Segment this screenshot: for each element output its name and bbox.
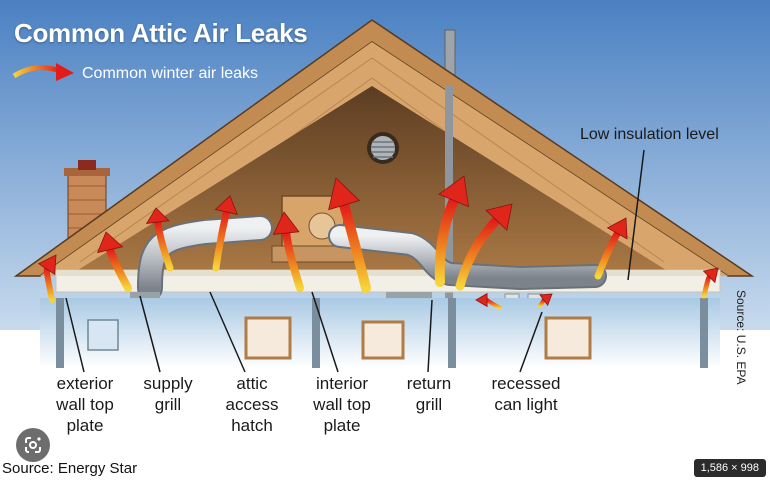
callout-line: wall top xyxy=(313,395,371,414)
leak-arrow-head xyxy=(606,217,628,240)
leak-arrow-shaft xyxy=(339,200,371,293)
supply-grill-marker xyxy=(130,292,160,298)
callout-line: plate xyxy=(323,416,361,435)
callout-recessed-can-light: recessed can light xyxy=(478,373,574,415)
callout-attic-access-hatch: attic access hatch xyxy=(214,373,290,436)
leak-arrow-shaft xyxy=(212,208,230,272)
callout-line: supply xyxy=(143,374,193,393)
callout-line: attic xyxy=(236,374,268,393)
gable-vent xyxy=(367,132,399,164)
leak-arrow-head xyxy=(702,267,719,284)
visual-search-button[interactable] xyxy=(16,428,50,462)
callout-exterior-wall-top-plate: exterior wall top plate xyxy=(40,373,130,436)
rooms-below xyxy=(40,298,720,368)
diagram-title: Common Attic Air Leaks xyxy=(14,18,308,48)
leak-arrow-shaft xyxy=(701,274,712,299)
return-grill-marker xyxy=(386,292,432,300)
callout-line: recessed xyxy=(491,374,561,393)
leak-arrow-shaft xyxy=(43,265,55,303)
leak-arrow-head xyxy=(485,203,513,232)
callout-line: can light xyxy=(494,395,558,414)
leak-arrow-head xyxy=(96,231,124,254)
leak-arrow-head xyxy=(145,207,170,224)
leak-arrow-head xyxy=(539,293,553,307)
leak-arrow-shaft xyxy=(485,298,502,310)
callout-return-grill: return grill xyxy=(392,373,466,415)
callout-line: exterior xyxy=(56,374,114,393)
callout-supply-grill: supply grill xyxy=(128,373,208,415)
leak-arrow-shaft xyxy=(154,218,174,272)
callout-line: grill xyxy=(154,395,182,414)
callout-line: return xyxy=(406,374,452,393)
legend-label: Common winter air leaks xyxy=(82,65,259,82)
low-insulation-label: Low insulation level xyxy=(580,126,719,143)
source-caption: Source: Energy Star xyxy=(2,460,138,477)
leak-arrow-shaft xyxy=(455,215,501,291)
credit-label: Source: U.S. EPA xyxy=(734,290,748,385)
callout-line: wall top xyxy=(56,395,114,414)
callout-line: access xyxy=(225,395,279,414)
callout-interior-wall-top-plate: interior wall top plate xyxy=(298,373,386,436)
callout-line: grill xyxy=(415,395,443,414)
legend-arrow-icon xyxy=(12,63,74,81)
leak-arrow-shaft xyxy=(538,298,546,308)
leak-arrow-head xyxy=(438,175,470,208)
leak-arrow-shaft xyxy=(434,195,459,287)
callout-lines xyxy=(65,149,645,373)
callout-line: plate xyxy=(66,416,104,435)
leak-arrow-head xyxy=(272,211,300,235)
leak-arrow-head xyxy=(214,195,238,215)
image-size-badge: 1,586 × 998 xyxy=(693,459,766,477)
leak-arrow-head xyxy=(37,254,57,276)
google-lens-icon xyxy=(25,437,41,453)
leak-arrow-head xyxy=(475,292,488,308)
leak-arrow-head xyxy=(328,177,361,211)
callout-line: interior xyxy=(316,374,368,393)
leak-arrow-shaft xyxy=(282,229,304,292)
leak-arrow-shaft xyxy=(106,245,132,292)
leak-arrow-shaft xyxy=(594,229,621,280)
callout-line: hatch xyxy=(231,416,273,435)
